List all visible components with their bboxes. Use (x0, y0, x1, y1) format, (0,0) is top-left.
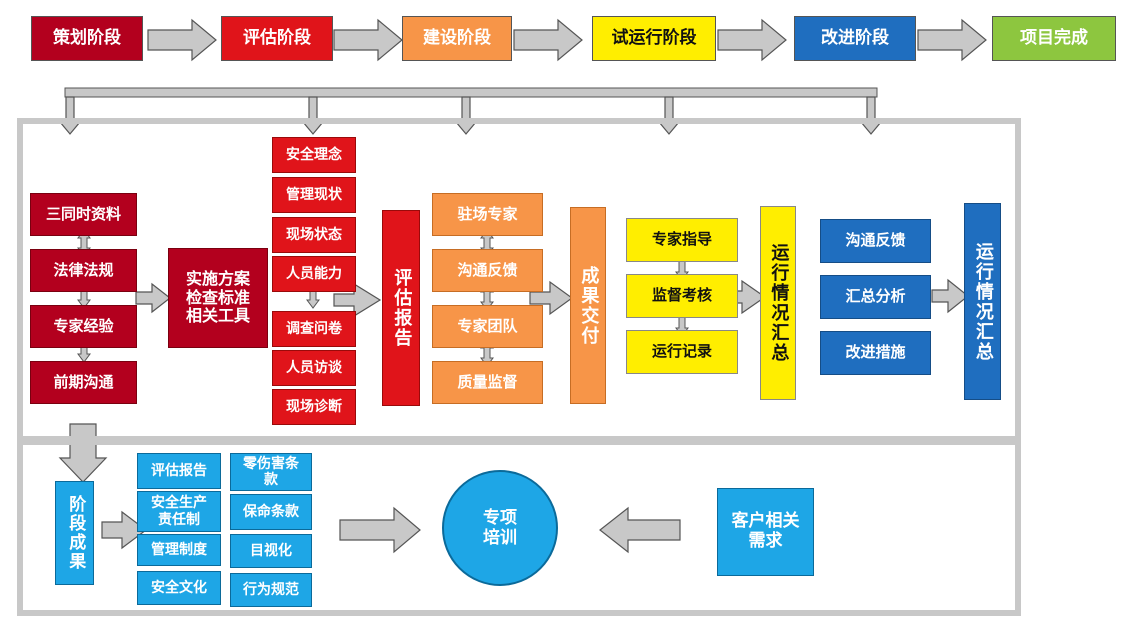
construction-item: 质量监督 (432, 361, 543, 404)
assessment-item: 人员访谈 (272, 350, 356, 386)
planning-item: 前期沟通 (30, 361, 137, 404)
construction-item: 沟通反馈 (432, 249, 543, 292)
result-item: 管理制度 (137, 534, 221, 566)
result-item: 零伤害条 款 (230, 453, 312, 491)
phase-complete: 项目完成 (992, 16, 1116, 61)
assessment-item: 现场诊断 (272, 389, 356, 425)
assessment-item: 现场状态 (272, 217, 356, 253)
process-panel (17, 118, 1021, 445)
results-panel (17, 436, 1021, 616)
phase-assessment: 评估阶段 (221, 16, 333, 61)
phase-arrow-2 (333, 19, 403, 61)
result-item: 保命条款 (230, 494, 312, 530)
trial-item: 监督考核 (626, 274, 738, 318)
construction-item: 专家团队 (432, 305, 543, 348)
trial-item: 专家指导 (626, 218, 738, 262)
improvement-item: 沟通反馈 (820, 219, 931, 263)
improvement-result: 运行情况汇总 (964, 203, 1001, 400)
phase-arrow-5 (917, 19, 987, 61)
trial-item: 运行记录 (626, 330, 738, 374)
client-needs: 客户相关 需求 (717, 488, 814, 576)
arrow-to-training (339, 506, 421, 554)
phase-planning: 策划阶段 (31, 16, 143, 61)
construction-item: 驻场专家 (432, 193, 543, 236)
planning-result: 实施方案 检查标准 相关工具 (168, 248, 268, 348)
phase-arrow-1 (147, 19, 217, 61)
assessment-result: 评估报告 (382, 210, 420, 406)
construction-result: 成果交付 (570, 207, 606, 404)
distribution-bar (64, 87, 878, 98)
planning-item: 三同时资料 (30, 193, 137, 236)
improvement-item: 汇总分析 (820, 275, 931, 319)
stage-result: 阶段成果 (55, 481, 94, 585)
result-item: 安全生产 责任制 (137, 491, 221, 532)
improvement-item: 改进措施 (820, 331, 931, 375)
result-item: 评估报告 (137, 453, 221, 489)
result-item: 行为规范 (230, 573, 312, 607)
phase-arrow-4 (717, 19, 787, 61)
phase-improvement: 改进阶段 (794, 16, 916, 61)
training-label: 专项 培训 (483, 508, 517, 548)
phase-construction: 建设阶段 (402, 16, 512, 61)
assessment-item: 安全理念 (272, 137, 356, 173)
planning-item: 专家经验 (30, 305, 137, 348)
training-circle (442, 470, 558, 586)
trial-result: 运行情况汇总 (760, 206, 796, 400)
planning-item: 法律法规 (30, 249, 137, 292)
assessment-item: 管理现状 (272, 177, 356, 213)
arrow-from-client (599, 506, 681, 554)
result-item: 目视化 (230, 534, 312, 568)
phase-arrow-3 (513, 19, 583, 61)
result-item: 安全文化 (137, 571, 221, 605)
assessment-item: 人员能力 (272, 256, 356, 292)
assessment-item: 调查问卷 (272, 311, 356, 347)
phase-trial: 试运行阶段 (592, 16, 716, 61)
